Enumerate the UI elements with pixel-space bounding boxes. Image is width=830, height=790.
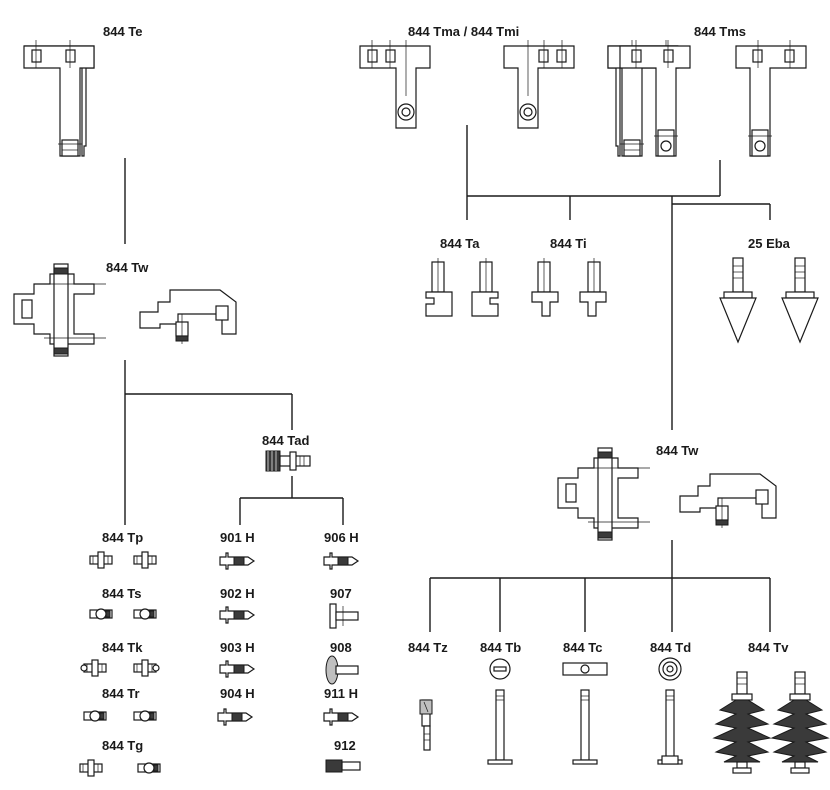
label-844-tr: 844 Tr [102, 686, 140, 701]
part-844-td: 844 Td [650, 640, 691, 765]
part-844-tc: 844 Tc [562, 640, 608, 765]
label-904-h: 904 H [220, 686, 255, 701]
label-844-tw-left: 844 Tw [106, 260, 149, 275]
tips-column-h: 901 H 902 H 903 H 904 H 906 H 907 908 91… [217, 530, 361, 773]
part-844-ta: 844 Ta [425, 236, 499, 317]
label-844-td: 844 Td [650, 640, 691, 655]
label-844-tv: 844 Tv [748, 640, 789, 655]
label-902-h: 902 H [220, 586, 255, 601]
part-844-tv: 844 Tv [713, 640, 829, 774]
label-844-tms: 844 Tms [694, 24, 746, 39]
part-844-tms: 844 Tms [619, 24, 807, 157]
label-25-eba: 25 Eba [748, 236, 791, 251]
label-844-tk: 844 Tk [102, 640, 143, 655]
label-911-h: 911 H [324, 686, 358, 701]
label-907: 907 [330, 586, 352, 601]
label-908: 908 [330, 640, 352, 655]
tips-column-tp-tg: 844 Tp 844 Ts 844 Tk 844 Tr 844 Tg [79, 530, 161, 777]
part-844-ti: 844 Ti [531, 236, 607, 317]
label-844-tz: 844 Tz [408, 640, 448, 655]
part-844-tad: 844 Tad [262, 433, 311, 472]
label-906-h: 906 H [324, 530, 359, 545]
label-844-tc: 844 Tc [563, 640, 603, 655]
label-844-tb: 844 Tb [480, 640, 521, 655]
label-844-tg: 844 Tg [102, 738, 143, 753]
label-903-h: 903 H [220, 640, 255, 655]
connector-lines [124, 125, 771, 632]
part-844-tb: 844 Tb [480, 640, 521, 765]
label-844-ti: 844 Ti [550, 236, 587, 251]
part-844-tw-right: 844 Tw [557, 443, 777, 541]
part-844-te: 844 Te [23, 24, 679, 157]
part-844-tma-tmi: 844 Tma / 844 Tmi [359, 24, 575, 129]
label-844-tw-right: 844 Tw [656, 443, 699, 458]
label-844-tp: 844 Tp [102, 530, 143, 545]
label-844-ta: 844 Ta [440, 236, 480, 251]
part-844-tz: 844 Tz [408, 640, 448, 751]
label-844-ts: 844 Ts [102, 586, 142, 601]
label-844-te: 844 Te [103, 24, 143, 39]
label-912: 912 [334, 738, 356, 753]
label-901-h: 901 H [220, 530, 255, 545]
label-844-tad: 844 Tad [262, 433, 310, 448]
part-844-tw-left: 844 Tw [13, 260, 237, 357]
part-25-eba: 25 Eba [719, 236, 819, 343]
label-844-tma-tmi: 844 Tma / 844 Tmi [408, 24, 519, 39]
